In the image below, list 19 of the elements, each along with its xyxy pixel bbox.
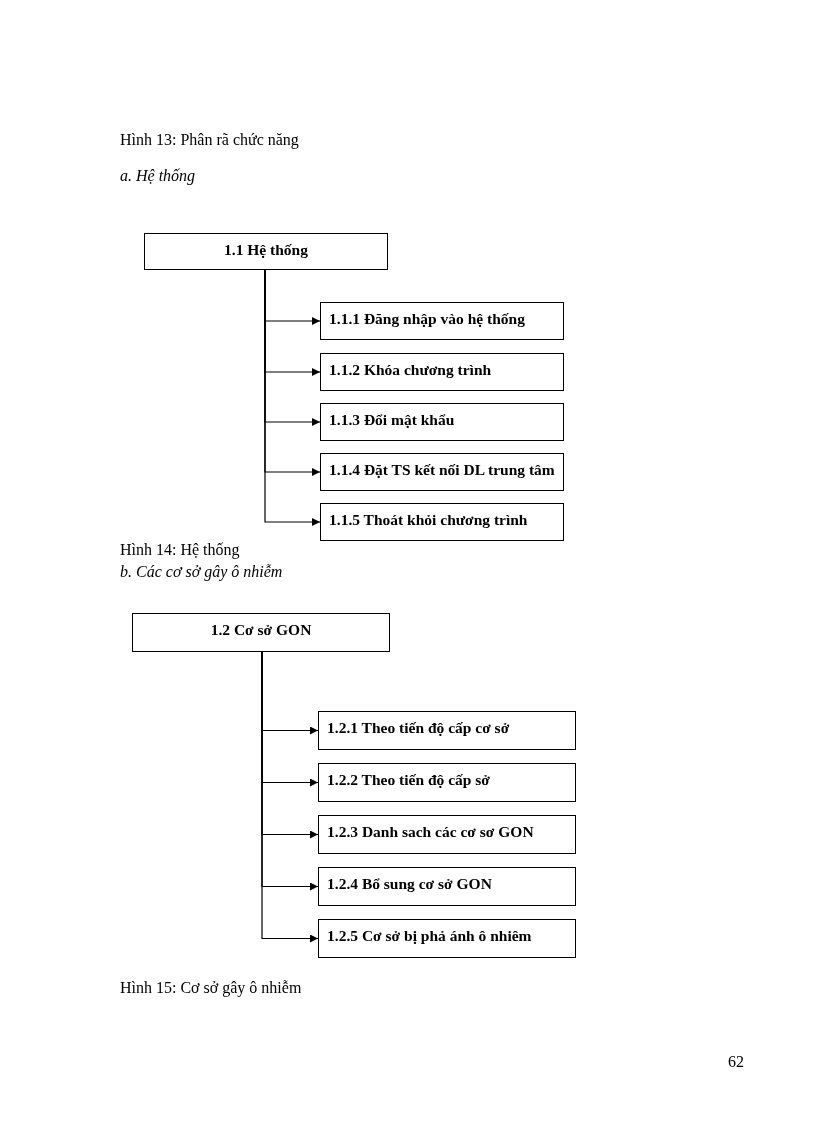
process-box: 1.1 Hệ thống	[144, 233, 388, 270]
caption-text: Hình 15: Cơ sở gây ô nhiễm	[120, 979, 302, 997]
caption-text: Hình 13: Phân rã chức năng	[120, 131, 299, 149]
process-box: 1.1.4 Đặt TS kết nối DL trung tâm	[320, 453, 564, 491]
caption-text: Hình 14: Hệ thống	[120, 541, 240, 559]
page-number: 62	[728, 1053, 744, 1071]
process-box: 1.1.2 Khóa chương trình	[320, 353, 564, 391]
caption-text: b. Các cơ sở gây ô nhiễm	[120, 563, 283, 581]
process-box: 1.2 Cơ sở GON	[132, 613, 390, 652]
process-box: 1.2.3 Danh sach các cơ sơ GON	[318, 815, 576, 854]
caption-text: a. Hệ thống	[120, 167, 196, 185]
arrow	[264, 269, 321, 526]
process-box: 1.2.4 Bổ sung cơ sở GON	[318, 867, 576, 906]
process-box: 1.1.1 Đăng nhập vào hệ thống	[320, 302, 564, 340]
process-box: 1.1.3 Đổi mật khẩu	[320, 403, 564, 441]
process-box: 1.2.1 Theo tiến độ cấp cơ sở	[318, 711, 576, 750]
process-box: 1.2.2 Theo tiến độ cấp sở	[318, 763, 576, 802]
process-box: 1.2.5 Cơ sở bị phả ánh ô nhiêm	[318, 919, 576, 958]
process-box: 1.1.5 Thoát khỏi chương trình	[320, 503, 564, 541]
